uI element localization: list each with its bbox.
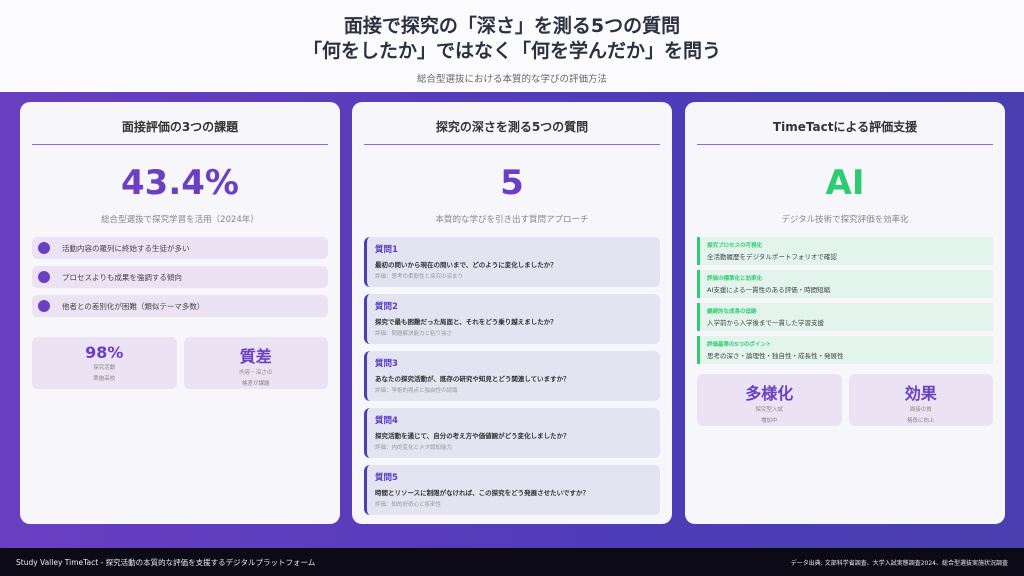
question-eval: 評価：思考の柔軟性と探究の深まり [375, 274, 464, 280]
question-number: 質問5 [375, 473, 398, 483]
support-item: 評価の標準化と効率化 AI支援による一貫性のある評価・時間短縮 [697, 270, 993, 298]
question-item: 質問2 探究で最も困難だった局面と、それをどう乗り越えましたか？ 評価：問題解決能力… [364, 294, 660, 344]
stat-label: 増加中 [760, 418, 778, 424]
stat-label: 探究型入試 [755, 407, 783, 413]
big-stat-desc: デジタル技術で探究評価を効率化 [781, 215, 909, 225]
issue-text: 活動内容の羅列に終始する生徒が多い [62, 243, 190, 253]
issue-item: 他者との差別化が困難（類似テーマ多数） [32, 295, 328, 317]
stat-label: 実施高校 [93, 376, 116, 382]
question-item: 質問5 時間とリソースに制限がなければ、この探究をどう発展させたいですか？ 評価：知… [364, 465, 660, 515]
support-desc: 全活動履歴をデジタルポートフォリオで確認 [707, 253, 837, 261]
question-eval: 評価：学術的視点と独自性の認識 [375, 388, 458, 394]
support-item: 探究プロセスの可視化全活動履歴をデジタルポートフォリオで確認 [697, 237, 993, 265]
stat-value: 98% [85, 343, 124, 362]
big-stat: 5 [500, 163, 524, 203]
big-stat-desc: 本質的な学びを引き出す質問アプローチ [435, 215, 589, 225]
big-stat: AI [825, 163, 865, 203]
page-title: 面接で探究の「深さ」を測る5つの質問「何をしたか」ではなく「何を学んだか」を問う [0, 14, 1024, 64]
question-number: 質問1 [375, 245, 398, 255]
stat-value: 多様化 [745, 384, 794, 403]
question-text: 最初の問いから現在の問いまで、どのように変化しましたか？ [375, 261, 557, 269]
title-line-2: 「何をしたか」ではなく「何を学んだか」を問う [302, 40, 721, 62]
issue-item: 活動内容の羅列に終始する生徒が多い [32, 237, 328, 259]
bullet-icon [38, 271, 50, 283]
support-desc: AI支援による一貫性のある評価・時間短縮 [707, 286, 831, 294]
question-number: 質問2 [375, 302, 398, 312]
issue-text: プロセスよりも成果を強調する傾向 [62, 272, 182, 282]
support-desc: 思考の深さ・論理性・独自性・成長性・発展性 [707, 352, 844, 360]
stat-label: 格差が課題 [241, 381, 270, 387]
support-head: 探究プロセスの可視化 [707, 243, 763, 249]
main-area: 面接評価の3つの課題 43.4% 総合型選抜で探究学習を活用（2024年） 活動… [0, 92, 1024, 548]
header: 面接で探究の「深さ」を測る5つの質問「何をしたか」ではなく「何を学んだか」を問う… [0, 0, 1024, 92]
stat-box: 効果面接の質格段に向上 [848, 374, 993, 426]
issues-card: 面接評価の3つの課題 43.4% 総合型選抜で探究学習を活用（2024年） 活動… [20, 102, 340, 524]
question-item: 質問4 探究活動を通じて、自分の考え方や価値観がどう変化しましたか？ 評価：内的変化… [364, 408, 660, 458]
big-stat: 43.4% [121, 163, 239, 203]
question-text: 探究活動を通じて、自分の考え方や価値観がどう変化しましたか？ [375, 432, 570, 440]
support-item: 評価基準の5つのポイント思考の深さ・論理性・独自性・成長性・発展性 [697, 336, 993, 364]
stat-label: 内容・深さの [239, 370, 273, 376]
question-text: 時間とリソースに制限がなければ、この探究をどう発展させたいですか？ [375, 489, 589, 497]
bullet-icon [38, 300, 50, 312]
stat-value: 質差 [239, 347, 272, 366]
stat-value: 効果 [904, 384, 937, 403]
footer: Study Valley TimeTact - 探究活動の本質的な評価を支援する… [0, 548, 1024, 576]
question-eval: 評価：知的好奇心と将来性 [375, 502, 442, 508]
stat-box: 質差内容・深さの格差が課題 [183, 337, 328, 389]
stat-label: 探究活動 [93, 365, 116, 371]
stat-label: 格段に向上 [906, 418, 935, 424]
question-eval: 評価：問題解決能力と粘り強さ [375, 331, 453, 337]
stat-box: 多様化探究型入試増加中 [697, 374, 842, 426]
question-item: 質問1 最初の問いから現在の問いまで、どのように変化しましたか？ 評価：思考の柔軟性… [364, 237, 660, 287]
card-title: TimeTactによる評価支援 [697, 102, 993, 145]
question-eval: 評価：内的変化とメタ認知能力 [375, 445, 453, 451]
question-number: 質問3 [375, 359, 398, 369]
issue-item: プロセスよりも成果を強調する傾向 [32, 266, 328, 288]
support-head: 継続的な成長の追跡 [707, 309, 757, 315]
card-title: 面接評価の3つの課題 [32, 102, 328, 145]
footer-brand: Study Valley TimeTact - 探究活動の本質的な評価を支援する… [16, 557, 316, 567]
question-number: 質問4 [375, 416, 398, 426]
card-title: 探究の深さを測る5つの質問 [364, 102, 660, 145]
support-card: TimeTactによる評価支援 AI デジタル技術で探究評価を効率化 探究プロセ… [685, 102, 1005, 524]
question-item: 質問3 あなたの探究活動が、既存の研究や知見とどう関連していますか？ 評価：学術的視… [364, 351, 660, 401]
bullet-icon [38, 242, 50, 254]
page-subtitle: 総合型選抜における本質的な学びの評価方法 [416, 74, 607, 85]
stat-box: 98% 探究活動実施高校 [32, 337, 177, 389]
support-desc: 入学前から入学後まで一貫した学習支援 [707, 319, 824, 327]
stat-label: 面接の質 [909, 407, 932, 413]
issue-text: 他者との差別化が困難（類似テーマ多数） [62, 301, 205, 311]
questions-card: 探究の深さを測る5つの質問 5 本質的な学びを引き出す質問アプローチ 質問1 最初… [352, 102, 672, 524]
question-text: 探究で最も困難だった局面と、それをどう乗り越えましたか？ [375, 318, 557, 326]
title-line-1: 面接で探究の「深さ」を測る5つの質問 [343, 15, 681, 37]
footer-source: データ出典: 文部科学省調査、大学入試実態調査2024、総合型選抜実施状況調査 [790, 559, 1008, 567]
support-head: 評価基準の5つのポイント [707, 342, 772, 348]
big-stat-desc: 総合型選抜で探究学習を活用（2024年） [101, 215, 259, 225]
question-text: あなたの探究活動が、既存の研究や知見とどう関連していますか？ [375, 375, 570, 383]
support-item: 継続的な成長の追跡入学前から入学後まで一貫した学習支援 [697, 303, 993, 331]
support-head: 評価の標準化と効率化 [707, 276, 763, 282]
